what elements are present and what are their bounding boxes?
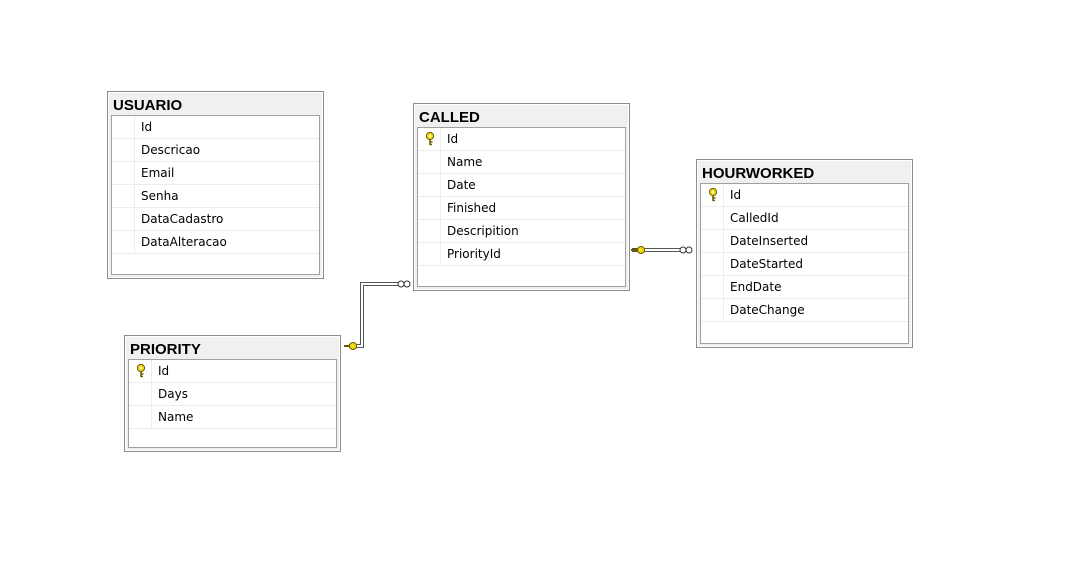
column-row[interactable]: Descripition: [418, 220, 625, 243]
row-selector[interactable]: [701, 253, 724, 275]
table-title: CALLED: [419, 109, 480, 126]
column-row[interactable]: Name: [129, 406, 336, 429]
row-selector[interactable]: [701, 230, 724, 252]
table-title: PRIORITY: [130, 341, 201, 358]
column-name: DateStarted: [730, 257, 803, 271]
row-selector[interactable]: [701, 184, 724, 206]
column-name: Finished: [447, 201, 497, 215]
row-selector[interactable]: [112, 231, 135, 253]
primary-key-icon: [136, 363, 146, 378]
column-name: Name: [447, 155, 483, 169]
row-selector[interactable]: [112, 139, 135, 161]
column-name: DataAlteracao: [141, 235, 227, 249]
primary-key-icon: [425, 131, 435, 146]
column-name: DateChange: [730, 303, 805, 317]
column-row[interactable]: DateChange: [701, 299, 908, 322]
column-name: Descripition: [447, 224, 519, 238]
column-name: Id: [447, 132, 459, 146]
table-title: HOURWORKED: [702, 165, 815, 182]
row-selector[interactable]: [112, 116, 135, 138]
column-row[interactable]: DataAlteracao: [112, 231, 319, 254]
column-row[interactable]: Id: [418, 128, 625, 151]
column-row[interactable]: Name: [418, 151, 625, 174]
column-row[interactable]: Email: [112, 162, 319, 185]
row-selector[interactable]: [418, 151, 441, 173]
column-row[interactable]: Id: [701, 184, 908, 207]
column-name: Senha: [141, 189, 179, 203]
column-row[interactable]: DateInserted: [701, 230, 908, 253]
row-selector[interactable]: [418, 174, 441, 196]
row-selector[interactable]: [418, 197, 441, 219]
row-selector[interactable]: [418, 243, 441, 265]
row-selector[interactable]: [112, 208, 135, 230]
one-end-key-icon: [631, 246, 645, 254]
column-name: Id: [730, 188, 742, 202]
column-name: Id: [141, 120, 153, 134]
column-name: Days: [158, 387, 188, 401]
column-row[interactable]: PriorityId: [418, 243, 625, 266]
many-end-infinity-icon: [679, 246, 693, 254]
row-selector[interactable]: [701, 299, 724, 321]
relationship-called-hourworked[interactable]: [631, 246, 693, 254]
column-name: Date: [447, 178, 476, 192]
row-selector[interactable]: [112, 162, 135, 184]
one-end-key-icon: [344, 342, 357, 350]
column-name: DateInserted: [730, 234, 809, 248]
column-row[interactable]: Finished: [418, 197, 625, 220]
row-selector[interactable]: [701, 207, 724, 229]
row-selector[interactable]: [129, 383, 152, 405]
column-row[interactable]: Date: [418, 174, 625, 197]
column-row[interactable]: Id: [112, 116, 319, 139]
many-end-infinity-icon: [397, 280, 411, 288]
column-row[interactable]: Days: [129, 383, 336, 406]
column-row[interactable]: Descricao: [112, 139, 319, 162]
row-selector[interactable]: [129, 360, 152, 382]
row-selector[interactable]: [112, 185, 135, 207]
row-selector[interactable]: [418, 220, 441, 242]
relationship-priority-called[interactable]: [344, 280, 411, 350]
column-row[interactable]: EndDate: [701, 276, 908, 299]
column-name: Descricao: [141, 143, 201, 157]
column-row[interactable]: DateStarted: [701, 253, 908, 276]
column-name: PriorityId: [447, 247, 501, 261]
column-name: Email: [141, 166, 175, 180]
primary-key-icon: [708, 187, 718, 202]
column-name: EndDate: [730, 280, 782, 294]
column-row[interactable]: DataCadastro: [112, 208, 319, 231]
row-selector[interactable]: [418, 128, 441, 150]
table-title: USUARIO: [113, 97, 183, 114]
column-row[interactable]: Senha: [112, 185, 319, 208]
column-name: DataCadastro: [141, 212, 224, 226]
row-selector[interactable]: [129, 406, 152, 428]
column-row[interactable]: CalledId: [701, 207, 908, 230]
column-name: Name: [158, 410, 194, 424]
column-name: Id: [158, 364, 170, 378]
column-name: CalledId: [730, 211, 779, 225]
column-row[interactable]: Id: [129, 360, 336, 383]
row-selector[interactable]: [701, 276, 724, 298]
